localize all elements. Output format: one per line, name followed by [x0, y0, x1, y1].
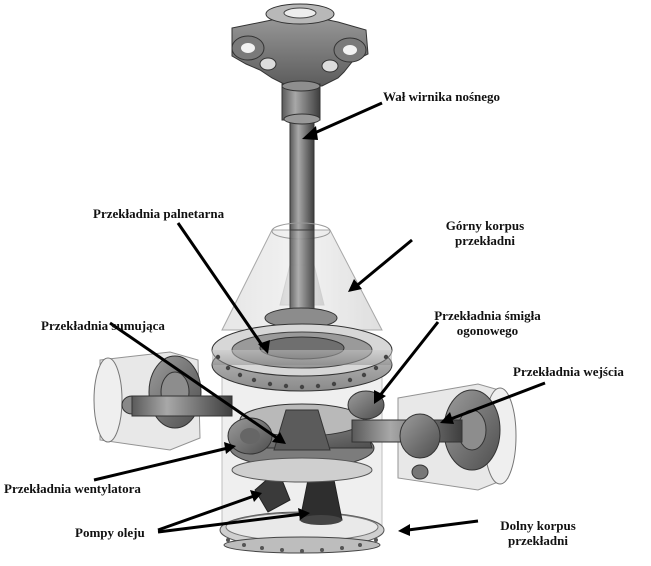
- arrow-oil-pump-1: [157, 494, 255, 532]
- label-lower-housing-line1: Dolny korpus: [500, 518, 576, 533]
- label-lower-housing: Dolny korpus przekładni: [473, 518, 603, 548]
- label-summing-gear: Przekładnia sumująca: [41, 318, 165, 333]
- right-input-module: [347, 383, 517, 491]
- label-input-gear: Przekładnia wejścia: [513, 364, 624, 379]
- label-main-rotor-shaft: Wał wirnika nośnego: [383, 89, 501, 104]
- label-fan-gear: Przekładnia wentylatora: [4, 481, 141, 496]
- leader-lines: [93, 101, 546, 536]
- ring-bolts: [215, 354, 389, 390]
- arrow-fan-gear: [93, 446, 229, 482]
- arrow-input-gear: [447, 381, 546, 422]
- arrow-oil-pump-2: [157, 512, 303, 534]
- arrow-planetary-gear: [176, 222, 266, 349]
- label-upper-housing: Górny korpus przekładni: [410, 218, 560, 248]
- arrow-lower-housing: [407, 519, 479, 532]
- label-tail-rotor-gear: Przekładnia śmigła ogonowego: [410, 308, 565, 338]
- left-input-module: [93, 351, 273, 455]
- arrow-tail-rotor-gear: [376, 321, 440, 399]
- label-oil-pumps: Pompy oleju: [75, 525, 145, 540]
- lower-ring-bolts: [226, 538, 378, 553]
- label-planetary-gear: Przekładnia palnetarna: [93, 206, 225, 221]
- upper-housing: [221, 222, 383, 331]
- label-upper-housing-line1: Górny korpus: [445, 218, 525, 233]
- arrow-summing-gear: [109, 321, 281, 442]
- arrow-upper-housing: [353, 238, 413, 290]
- label-tail-rotor-gear-line2: ogonowego: [456, 323, 519, 338]
- arrow-main-rotor-shaft: [309, 101, 383, 137]
- label-tail-rotor-gear-line1: Przekładnia śmigła: [434, 308, 541, 323]
- label-lower-housing-line2: przekładni: [508, 533, 568, 548]
- planetary-ring: [211, 323, 393, 392]
- rotor-hub: [231, 3, 369, 87]
- label-upper-housing-line2: przekładni: [455, 233, 515, 248]
